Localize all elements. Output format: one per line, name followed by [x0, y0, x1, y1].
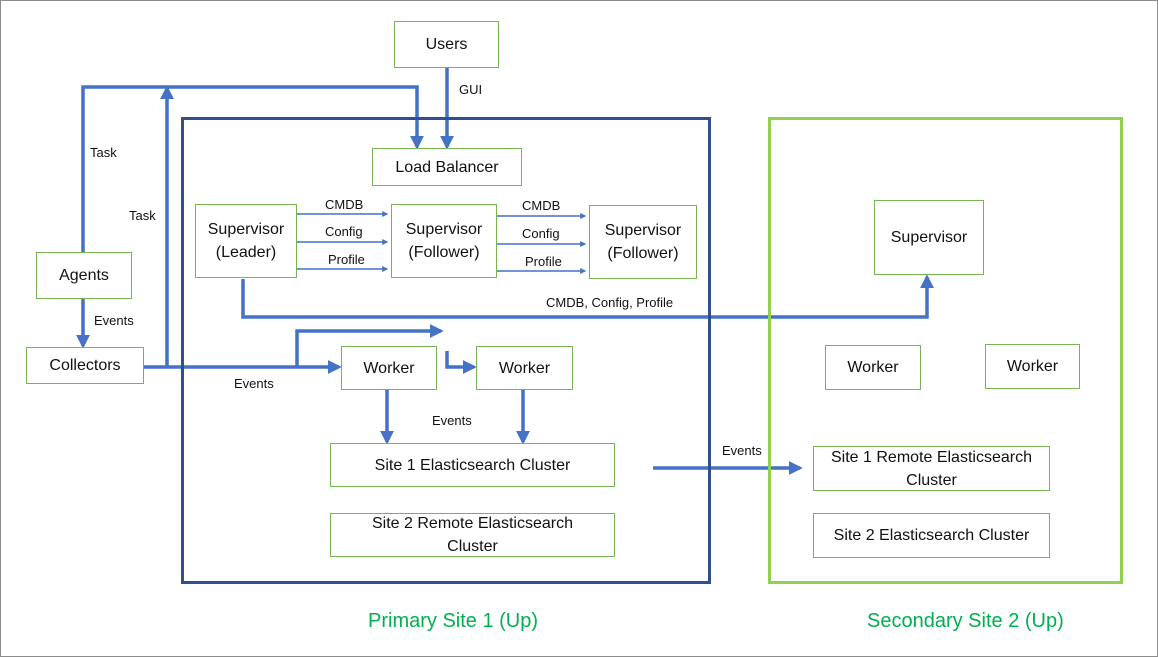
users-node: Users	[394, 21, 499, 68]
worker-secondary-2-node: Worker	[985, 344, 1080, 389]
events-worker2-arrow	[445, 351, 477, 374]
events-agents-label: Events	[94, 313, 134, 328]
profile-1-label: Profile	[328, 252, 365, 267]
config-2-label: Config	[522, 226, 560, 241]
supervisor-leader-node: Supervisor (Leader)	[195, 204, 297, 278]
secondary-site-frame	[768, 117, 1123, 584]
primary-site-label: Primary Site 1 (Up)	[368, 610, 539, 632]
load-balancer-node: Load Balancer	[372, 148, 522, 186]
site1-es-cluster-node: Site 1 Elasticsearch Cluster	[330, 443, 615, 487]
events-replication-label: Events	[722, 443, 762, 458]
profile-2-label: Profile	[525, 254, 562, 269]
cmdb-2-label: CMDB	[522, 198, 561, 213]
events-workers-label: Events	[432, 413, 472, 428]
task-collectors-label: Task	[129, 208, 156, 223]
supervisor-secondary-node: Supervisor	[874, 200, 984, 275]
worker-primary-2-node: Worker	[476, 346, 573, 390]
task-agents-label: Task	[90, 145, 117, 160]
worker-secondary-1-node: Worker	[825, 345, 921, 390]
site1-remote-es-cluster-node: Site 1 Remote Elasticsearch Cluster	[813, 446, 1050, 491]
site2-es-cluster-node: Site 2 Elasticsearch Cluster	[813, 513, 1050, 558]
gui-label: GUI	[459, 82, 483, 97]
events-collectors-label: Events	[234, 376, 274, 391]
sync-secondary-label: CMDB, Config, Profile	[546, 295, 674, 310]
collectors-node: Collectors	[26, 347, 144, 384]
config-1-label: Config	[325, 224, 363, 239]
worker-primary-1-node: Worker	[341, 346, 437, 390]
agents-node: Agents	[36, 252, 132, 299]
sync-to-secondary-arrow	[241, 274, 934, 319]
secondary-site-label: Secondary Site 2 (Up)	[867, 610, 1064, 632]
supervisor-follower-1-node: Supervisor (Follower)	[391, 204, 497, 278]
primary-site-frame	[181, 117, 711, 584]
cmdb-1-label: CMDB	[325, 197, 364, 212]
site2-remote-es-cluster-node: Site 2 Remote Elasticsearch Cluster	[330, 513, 615, 557]
events-branch-arrow	[295, 324, 444, 367]
supervisor-follower-2-node: Supervisor (Follower)	[589, 205, 697, 279]
